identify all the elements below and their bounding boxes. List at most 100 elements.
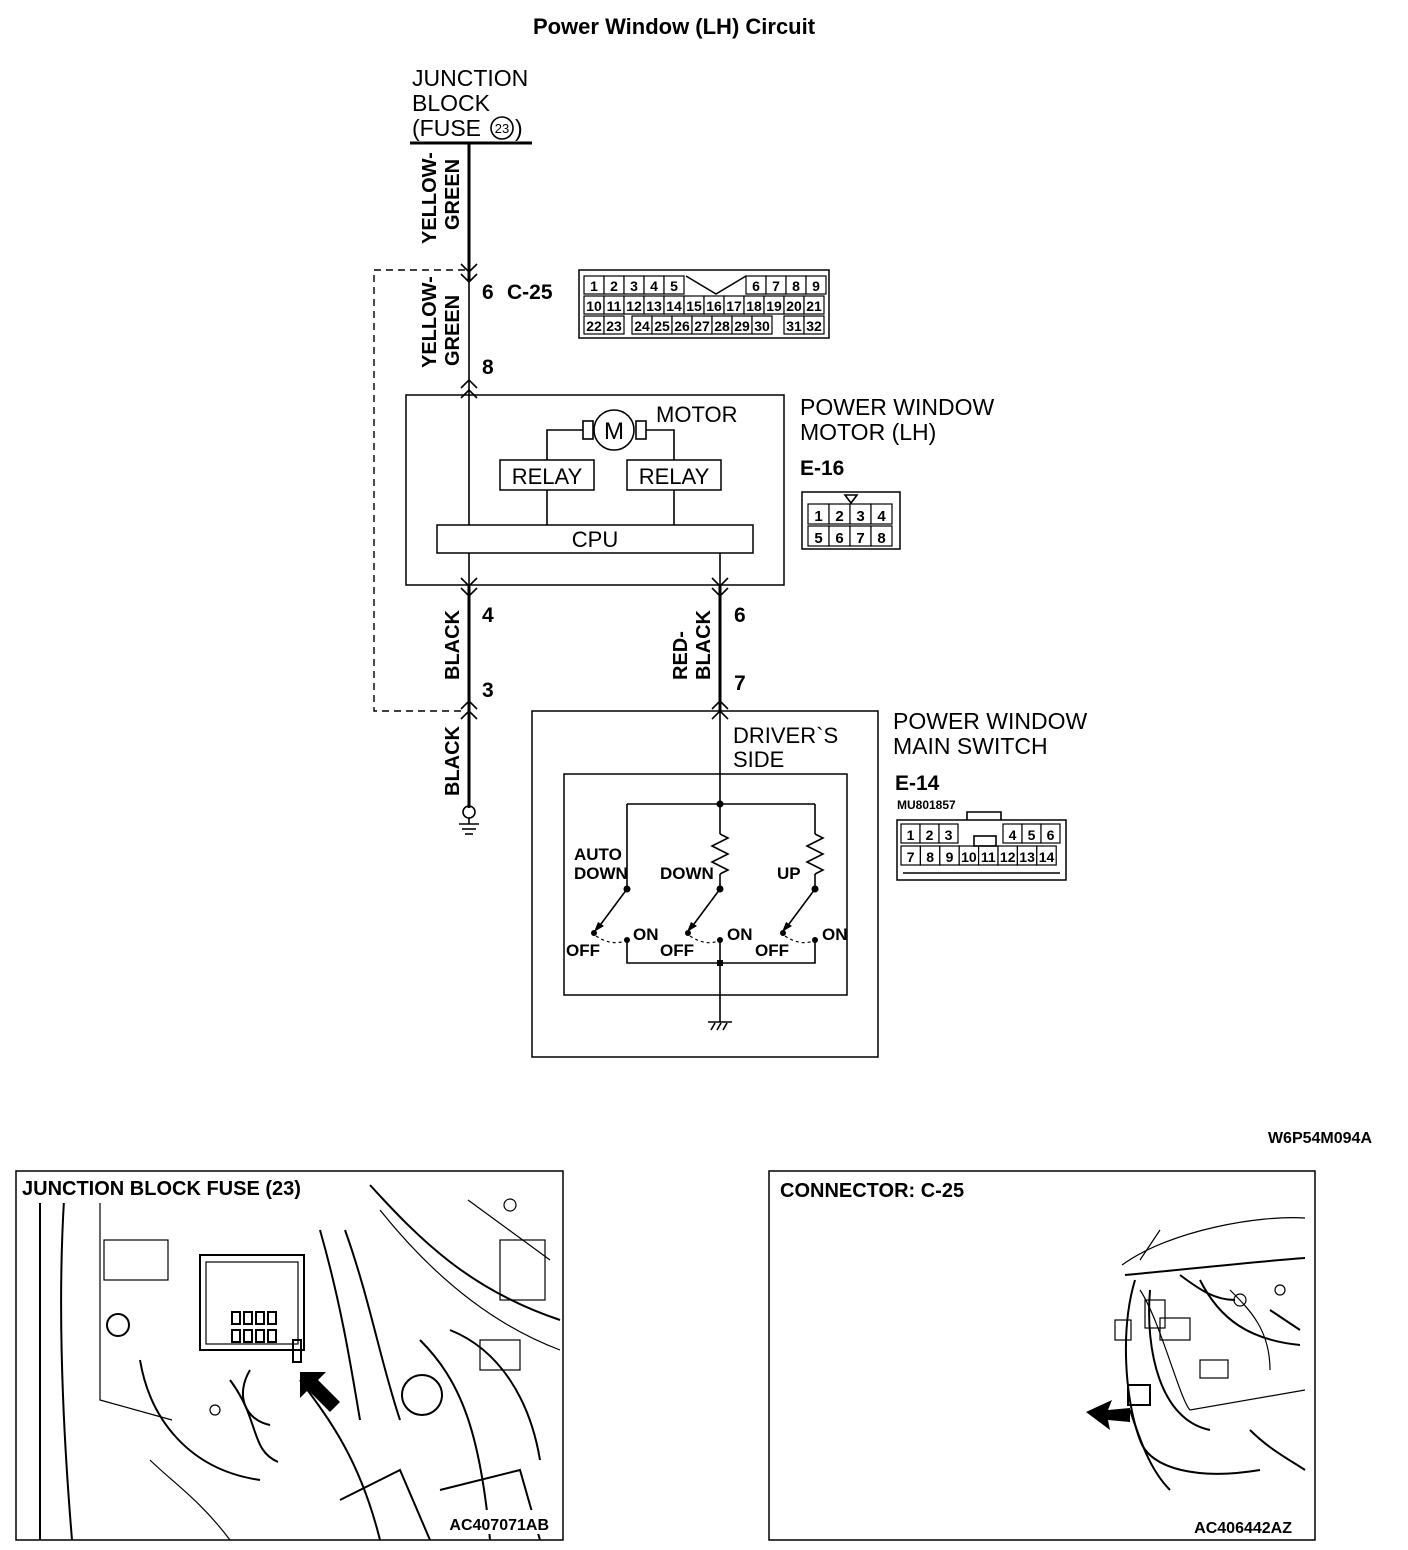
wire-motor-relay — [546, 429, 583, 460]
switch-lever-up — [785, 888, 816, 929]
junction-block-fuse-suffix: ) — [515, 115, 523, 141]
chassis-ground-hatch — [710, 1022, 716, 1031]
connector-pin-cell — [1036, 845, 1057, 866]
wire-color-black: BLACK — [693, 609, 715, 680]
connector-key — [973, 835, 997, 847]
connector-pin-number: 3 — [630, 278, 638, 294]
switch-travel-arc — [595, 935, 626, 944]
wire-color-green: GREEN — [442, 295, 464, 366]
down-label: DOWN — [660, 864, 714, 883]
off-label: OFF — [566, 941, 600, 960]
wire-color-black: BLACK — [442, 609, 464, 680]
cpu-label: CPU — [572, 527, 618, 552]
motor-brush — [635, 420, 647, 440]
connector-key — [685, 275, 747, 295]
diagram-title: Power Window (LH) Circuit — [533, 14, 816, 39]
connector-pin-number: 16 — [706, 298, 722, 314]
power-window-main-switch: DRIVER`S SIDE — [531, 710, 879, 1058]
junction-dot — [717, 960, 723, 966]
switch-name-line1: POWER WINDOW — [893, 708, 1087, 734]
on-label: ON — [633, 925, 659, 944]
connector-pin-number: 7 — [772, 278, 780, 294]
on-label: ON — [822, 925, 848, 944]
relay-left-label: RELAY — [512, 464, 583, 489]
connector-pin-cell — [870, 503, 893, 525]
motor-icon — [593, 409, 635, 451]
photo-left-code: AC407071AB — [449, 1517, 549, 1534]
connector-pin-number: 10 — [586, 298, 602, 314]
connector-pin-number: 20 — [786, 298, 802, 314]
connector-pin-cell — [603, 315, 625, 335]
connector-pin-number: 8 — [877, 530, 885, 547]
photo-right-title: CONNECTOR: C-25 — [780, 1180, 964, 1202]
connector-mark — [711, 587, 729, 598]
pointer-arrow-icon — [1086, 1400, 1130, 1430]
switch-travel-arc — [689, 935, 719, 944]
junction-block-line2: BLOCK — [412, 90, 491, 116]
connector-outline — [578, 269, 830, 339]
connector-pin-cell — [938, 823, 959, 844]
motor-unit-outline — [405, 394, 785, 586]
drivers-side-line2: SIDE — [733, 747, 784, 772]
connector-pin-number: 27 — [694, 318, 710, 334]
connector-mark — [711, 699, 729, 710]
connector-pin-number: 11 — [607, 298, 622, 314]
connector-pin-number: 10 — [961, 849, 977, 865]
connector-mark — [460, 587, 478, 598]
connector-pin-number: 9 — [946, 849, 954, 865]
connector-pin-number: 7 — [907, 849, 915, 865]
cpu-block — [436, 524, 754, 554]
connector-pin-cell — [803, 295, 825, 315]
relay-right-label: RELAY — [639, 464, 710, 489]
up-label: UP — [777, 864, 801, 883]
connector-latch — [966, 811, 1002, 820]
photo-left-title: JUNCTION BLOCK FUSE (23) — [22, 1178, 301, 1200]
connector-pin-number: 19 — [766, 298, 782, 314]
drivers-side-switch-block — [563, 773, 848, 996]
connector-pin-number: 3 — [945, 827, 953, 843]
connector-pin-number: 21 — [806, 298, 822, 314]
chassis-ground-hatch — [716, 1022, 722, 1031]
connector-pin-number: 15 — [686, 298, 702, 314]
off-label: OFF — [660, 941, 694, 960]
connector-pin-number: 2 — [610, 278, 618, 294]
connector-pin-number: 1 — [907, 827, 915, 843]
connector-c25-label: C-25 — [507, 281, 553, 304]
connector-pin-number: 4 — [1009, 827, 1017, 843]
wire-color-yellow: YELLOW- — [419, 276, 441, 368]
pin-number: 6 — [734, 604, 746, 627]
connector-mark — [460, 273, 478, 284]
photo-background — [769, 1171, 1315, 1540]
switch-lever-auto-down — [597, 888, 628, 929]
switch-part-number: MU801857 — [897, 798, 956, 812]
connector-pin-number: 26 — [674, 318, 690, 334]
fuse-number: 23 — [495, 121, 509, 136]
connector-outline — [896, 819, 1067, 881]
connector-c25-photo: CONNECTOR: C-25 AC406442AZ — [768, 1170, 1316, 1541]
motor-symbol: M — [604, 418, 624, 445]
wire-color-yellow: YELLOW- — [419, 152, 441, 244]
figure-id: W6P54M094A — [1268, 1130, 1372, 1147]
connector-pin-number: 4 — [650, 278, 658, 294]
switch-arrow — [687, 922, 697, 932]
switch-lever-down — [690, 888, 721, 929]
connector-pin-number: 32 — [806, 318, 822, 334]
wire-color-red: RED- — [670, 631, 692, 680]
junction-block: JUNCTION BLOCK (FUSE 23 ) — [410, 65, 532, 145]
photo-frame — [768, 1170, 1316, 1541]
connector-key — [843, 494, 859, 505]
resistor-up — [805, 833, 825, 875]
photo-title-bg — [18, 1173, 366, 1203]
auto-down-label-1: AUTO — [574, 845, 622, 864]
pin-number: 6 — [482, 281, 494, 304]
pin-number: 3 — [482, 679, 494, 702]
connector-pin-number: 12 — [626, 298, 642, 314]
chassis-ground-hatch — [722, 1022, 728, 1031]
pin-number: 8 — [482, 356, 494, 379]
motor-name-line1: POWER WINDOW — [800, 394, 994, 420]
connector-pin-number: 13 — [1019, 849, 1035, 865]
connector-pin-number: 13 — [646, 298, 662, 314]
connector-pin-number: 6 — [835, 530, 843, 547]
resistor-down — [710, 833, 730, 875]
contact-dot — [685, 930, 691, 936]
